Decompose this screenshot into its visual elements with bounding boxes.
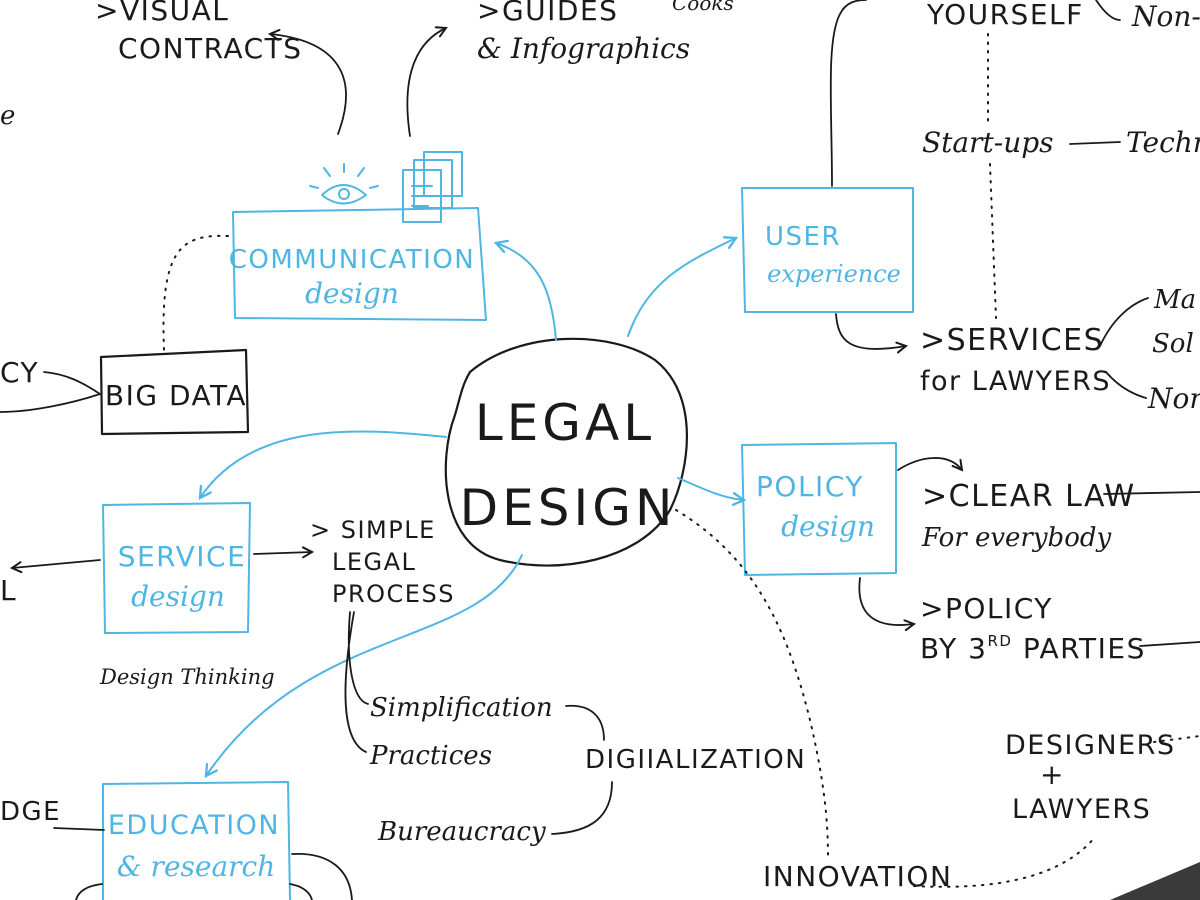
- services-branches: [1099, 297, 1149, 399]
- arrow-to-education: [206, 554, 523, 776]
- guides-line2: & Infographics: [477, 32, 690, 65]
- arrow-to-policy-3rd: [858, 577, 914, 625]
- arrow-to-user-experience: [627, 238, 736, 337]
- arrow-to-communication: [496, 243, 557, 341]
- policy-3rd-line: [1139, 641, 1200, 647]
- designers-label: DESIGNERS: [1005, 730, 1176, 761]
- visual-contracts-line2: CONTRACTS: [118, 32, 303, 65]
- bureaucracy-label: Bureaucracy: [377, 817, 546, 847]
- education-bottom-curves: [75, 853, 353, 900]
- education-subtitle: & research: [117, 850, 276, 883]
- dotted-communication-bigdata: [162, 234, 229, 351]
- simple-process-line1: > SIMPLE: [310, 516, 436, 544]
- communication-design-subtitle: design: [305, 277, 399, 310]
- dge-fragment: DGE: [0, 797, 61, 827]
- education-research-box: [102, 781, 291, 900]
- user-experience-subtitle: experience: [767, 260, 901, 288]
- ux-top-line: [829, 0, 867, 187]
- big-data-left-lines: [0, 371, 101, 413]
- simplification-digitalization-bracket: [565, 704, 605, 741]
- arrow-to-services-lawyers: [835, 313, 906, 349]
- documents-icon: [402, 151, 463, 223]
- arrow-to-policy: [677, 477, 744, 500]
- dotted-innovation-lawyers: [913, 835, 1097, 888]
- education-left-line: [53, 827, 105, 831]
- clear-law-line1: >CLEAR LAW: [922, 479, 1136, 514]
- innovation-label: INNOVATION: [763, 860, 952, 893]
- clear-law-line2: For everybody: [921, 523, 1111, 553]
- clear-law-line: [1103, 491, 1200, 495]
- startups-techn-line: [1069, 141, 1121, 145]
- legal-design-circle: [444, 337, 688, 567]
- communication-design-box: [232, 207, 487, 321]
- yourself-non-curve: [1095, 0, 1121, 21]
- arrow-to-left-l: [12, 559, 101, 568]
- design-thinking-note: Design Thinking: [99, 665, 275, 689]
- big-data-label: BIG DATA: [105, 379, 247, 412]
- plus-sign: +: [1040, 758, 1063, 791]
- non-label-right: Non: [1147, 382, 1200, 415]
- communication-design-title: COMMUNICATION: [229, 245, 476, 275]
- policy-3rd-line2: BY 3RD PARTIES: [920, 632, 1146, 665]
- dotted-center-innovation: [675, 509, 829, 857]
- education-title: EDUCATION: [108, 810, 280, 841]
- arrow-to-simple-process: [253, 552, 312, 554]
- l-fragment: L: [0, 574, 17, 607]
- digitalization-label: DIGIIALIZATION: [585, 745, 806, 775]
- service-design-box: [102, 502, 251, 634]
- simplification-label: Simplification: [370, 693, 553, 723]
- services-lawyers-line1: >SERVICES: [920, 323, 1104, 358]
- e-fragment: e: [0, 101, 15, 131]
- non-label-top: Non-: [1131, 0, 1200, 33]
- lawyers-label: LAWYERS: [1012, 794, 1151, 825]
- arrow-to-clear-law: [897, 457, 962, 470]
- eye-icon: [309, 163, 379, 205]
- service-design-subtitle: design: [131, 580, 225, 613]
- visual-contracts-line1: >VISUAL: [95, 0, 229, 27]
- simple-process-line3: PROCESS: [332, 580, 455, 608]
- page-fold-corner: [1110, 862, 1200, 900]
- center-title-line2: DESIGN: [460, 479, 677, 537]
- guides-line1: >GUIDES: [477, 0, 618, 27]
- sol-label: Sol: [1152, 329, 1194, 359]
- policy-design-subtitle: design: [781, 510, 875, 543]
- techn-label: Techn: [1126, 126, 1200, 159]
- arrow-to-visual-contracts: [270, 34, 347, 135]
- user-experience-title: USER: [765, 222, 841, 252]
- simple-process-branch: [344, 611, 369, 753]
- bureaucracy-digitalization-bracket: [551, 781, 613, 835]
- cy-fragment: CY: [0, 356, 39, 389]
- cooks-fragment: Cooks: [672, 0, 734, 15]
- arrow-to-service: [200, 430, 447, 498]
- simple-process-line2: LEGAL: [332, 548, 416, 576]
- policy-design-title: POLICY: [756, 470, 864, 503]
- dotted-startups-services: [989, 163, 997, 319]
- ma-label: Ma: [1153, 285, 1196, 315]
- practices-label: Practices: [369, 741, 492, 771]
- yourself-label: YOURSELF: [926, 0, 1084, 31]
- policy-design-box: [741, 442, 897, 576]
- arrow-to-guides: [406, 28, 446, 137]
- services-lawyers-line2: for LAWYERS: [920, 366, 1111, 397]
- center-title-line1: LEGAL: [475, 394, 655, 452]
- policy-3rd-line1: >POLICY: [920, 592, 1053, 625]
- big-data-box: [99, 348, 250, 436]
- service-design-title: SERVICE: [118, 540, 247, 573]
- dotted-designers-right: [1153, 735, 1200, 743]
- startups-label: Start-ups: [922, 126, 1054, 159]
- user-experience-box: [741, 187, 914, 313]
